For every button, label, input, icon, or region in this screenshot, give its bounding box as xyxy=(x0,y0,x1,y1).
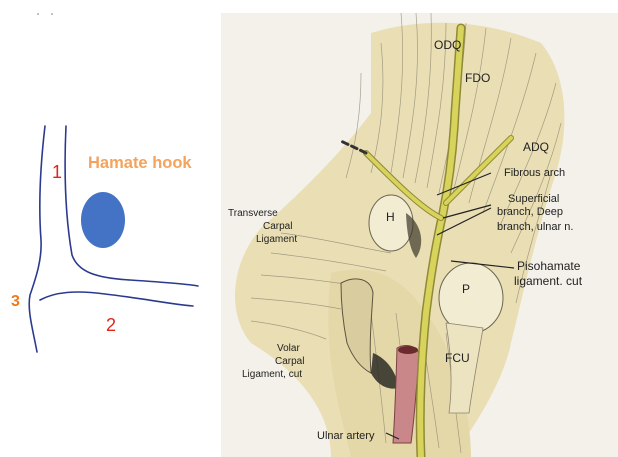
label-odq: ODQ xyxy=(434,38,461,52)
hamate-hook-circle xyxy=(81,192,125,248)
zone-number-3: 3 xyxy=(11,293,20,310)
label-pisiform: P xyxy=(462,282,470,296)
label-fdo: FDO xyxy=(465,71,490,85)
label-volar-3: Ligament, cut xyxy=(242,369,302,380)
label-tcl-2: Carpal xyxy=(263,221,292,232)
label-ulnar-artery: Ulnar artery xyxy=(317,430,375,442)
zone-number-2: 2 xyxy=(106,315,116,335)
label-superficial-2: branch, Deep xyxy=(497,206,563,218)
zone-number-1: 1 xyxy=(52,162,62,182)
label-superficial-3: branch, ulnar n. xyxy=(497,221,573,233)
hamate-hook-label: Hamate hook xyxy=(88,154,192,172)
label-superficial-1: Superficial xyxy=(508,193,559,205)
anatomical-illustration: ODQ FDO ADQ Fibrous arch Superficial bra… xyxy=(221,13,618,457)
label-fcu: FCU xyxy=(445,351,470,365)
label-hamate: H xyxy=(386,210,395,224)
label-tcl-1: Transverse xyxy=(228,208,278,219)
dust-marks xyxy=(37,13,53,15)
label-tcl-3: Ligament xyxy=(256,234,297,245)
label-adq: ADQ xyxy=(523,140,549,154)
artery-lumen xyxy=(398,346,418,354)
ulnar-wall-line xyxy=(29,126,45,352)
zone-schematic: 1 2 3 Hamate hook xyxy=(0,0,212,457)
label-pisohamate-1: Pisohamate xyxy=(517,259,581,273)
label-fibrous-arch: Fibrous arch xyxy=(504,167,565,179)
label-volar-2: Carpal xyxy=(275,356,304,367)
label-pisohamate-2: ligament. cut xyxy=(514,274,583,288)
pisiform-bone xyxy=(439,263,503,333)
label-volar-1: Volar xyxy=(277,343,300,354)
floor-line xyxy=(40,292,193,306)
